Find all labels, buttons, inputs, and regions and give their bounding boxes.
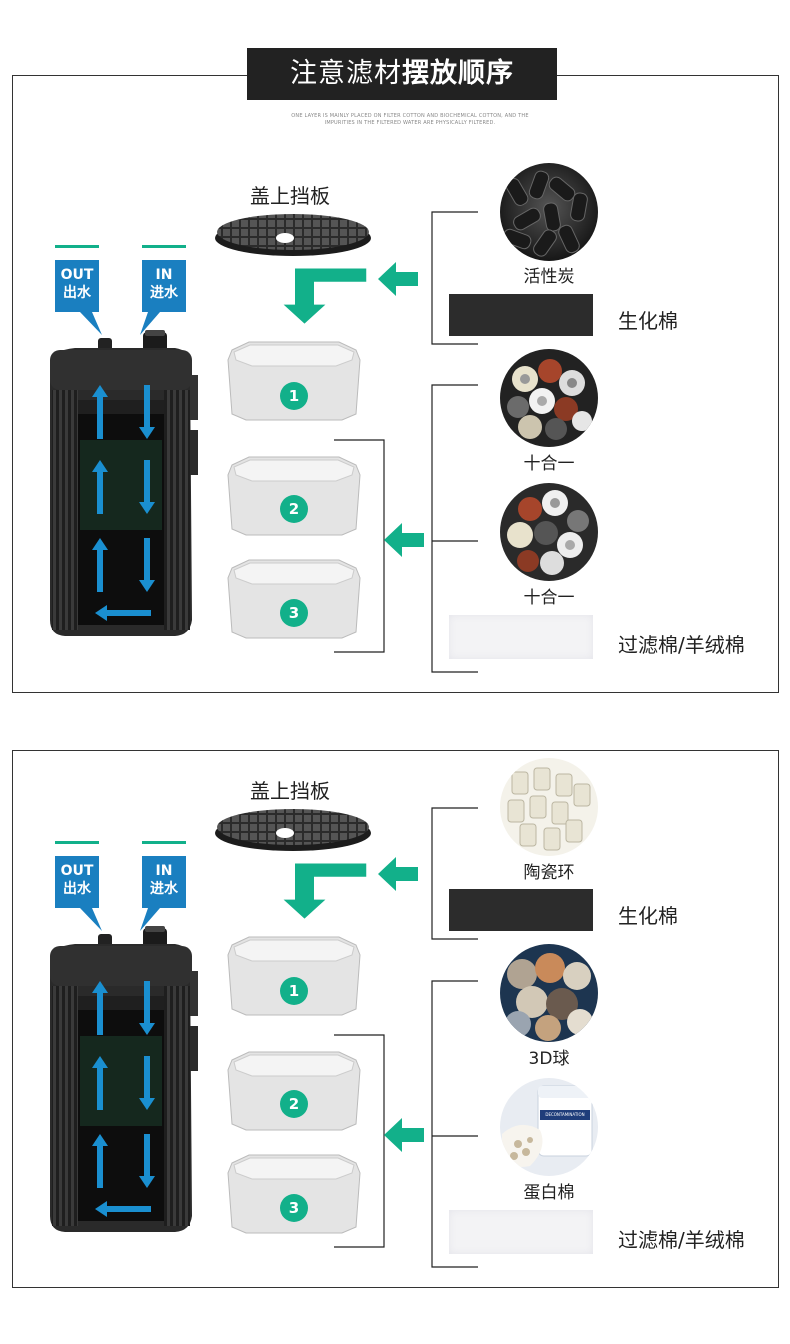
media-label-2: 生化棉 — [618, 904, 678, 928]
cover-plate — [215, 214, 371, 256]
tray-number: 1 — [288, 387, 300, 405]
title-bold: 摆放顺序 — [402, 58, 514, 89]
filter-floss-swatch — [449, 615, 593, 659]
tray-number: 3 — [288, 1199, 300, 1217]
in-label-cn: 进水 — [150, 285, 178, 301]
out-label-en: OUT — [60, 267, 94, 283]
out-label: OUT 出水 — [55, 266, 99, 302]
in-label-en: IN — [155, 267, 173, 283]
tray-badge: 1 — [280, 977, 308, 1005]
cover-label: 盖上挡板 — [250, 184, 330, 208]
media-label-4: 十合一 — [523, 588, 575, 608]
jar-label-text: DECONTAMINATION — [545, 1112, 585, 1117]
subtitle-line2: IMPURITIES IN THE FILTERED WATER ARE PHY… — [324, 120, 496, 126]
in-label: IN 进水 — [142, 266, 186, 302]
tray-badge: 3 — [280, 1194, 308, 1222]
3d-balls-image — [500, 944, 598, 1042]
tray-badge: 2 — [280, 495, 308, 523]
media-label-4: 蛋白棉 — [523, 1183, 575, 1203]
media-label-3: 十合一 — [523, 454, 575, 474]
media-label-3: 3D球 — [528, 1049, 570, 1069]
protein-floss-image: DECONTAMINATION — [500, 1078, 598, 1176]
subtitle-line1: ONE LAYER IS MAINLY PLACED ON FILTER COT… — [291, 113, 529, 119]
tray-number: 3 — [288, 604, 300, 622]
out-label-cn: 出水 — [63, 881, 91, 897]
in-label-cn: 进水 — [150, 881, 178, 897]
media-label-1: 陶瓷环 — [523, 863, 575, 883]
tray-1: 1 — [224, 935, 364, 1017]
canister-illustration — [50, 841, 198, 1232]
activated-carbon-image — [500, 163, 598, 261]
cover-plate — [215, 809, 371, 851]
title-normal: 注意滤材 — [290, 58, 402, 89]
filter-canister-bottom — [40, 836, 210, 1236]
tray-number: 1 — [288, 982, 300, 1000]
out-label-en: OUT — [60, 863, 94, 879]
tray-2: 2 — [224, 1050, 364, 1132]
tray-2: 2 — [224, 455, 364, 537]
connector-lines-top — [334, 211, 478, 673]
in-label-en: IN — [155, 863, 173, 879]
tray-3: 3 — [224, 558, 364, 640]
media-label-2: 生化棉 — [618, 309, 678, 333]
cover-label: 盖上挡板 — [250, 779, 330, 803]
tray-badge: 1 — [280, 382, 308, 410]
ceramic-rings-image — [500, 758, 598, 856]
filter-canister-top — [40, 240, 210, 640]
tray-3: 3 — [224, 1153, 364, 1235]
ten-in-one-image-b — [500, 483, 598, 581]
in-label: IN 进水 — [142, 862, 186, 898]
tray-number: 2 — [288, 1095, 300, 1113]
out-label-cn: 出水 — [63, 285, 91, 301]
tray-1: 1 — [224, 340, 364, 422]
page-title: 注意滤材摆放顺序 — [247, 48, 557, 100]
tray-badge: 2 — [280, 1090, 308, 1118]
media-arrow-lower — [384, 1118, 424, 1152]
page-subtitle: ONE LAYER IS MAINLY PLACED ON FILTER COT… — [250, 113, 570, 127]
media-arrow-upper — [378, 857, 418, 891]
biochem-sponge-swatch — [449, 889, 593, 931]
media-label-1: 活性炭 — [523, 267, 575, 287]
biochem-sponge-swatch — [449, 294, 593, 336]
media-label-5: 过滤棉/羊绒棉 — [618, 1228, 745, 1252]
filter-floss-swatch — [449, 1210, 593, 1254]
tray-number: 2 — [288, 500, 300, 518]
ten-in-one-image-a — [500, 349, 598, 447]
out-label: OUT 出水 — [55, 862, 99, 898]
tray-badge: 3 — [280, 599, 308, 627]
media-label-5: 过滤棉/羊绒棉 — [618, 633, 745, 657]
canister-illustration — [50, 245, 198, 636]
